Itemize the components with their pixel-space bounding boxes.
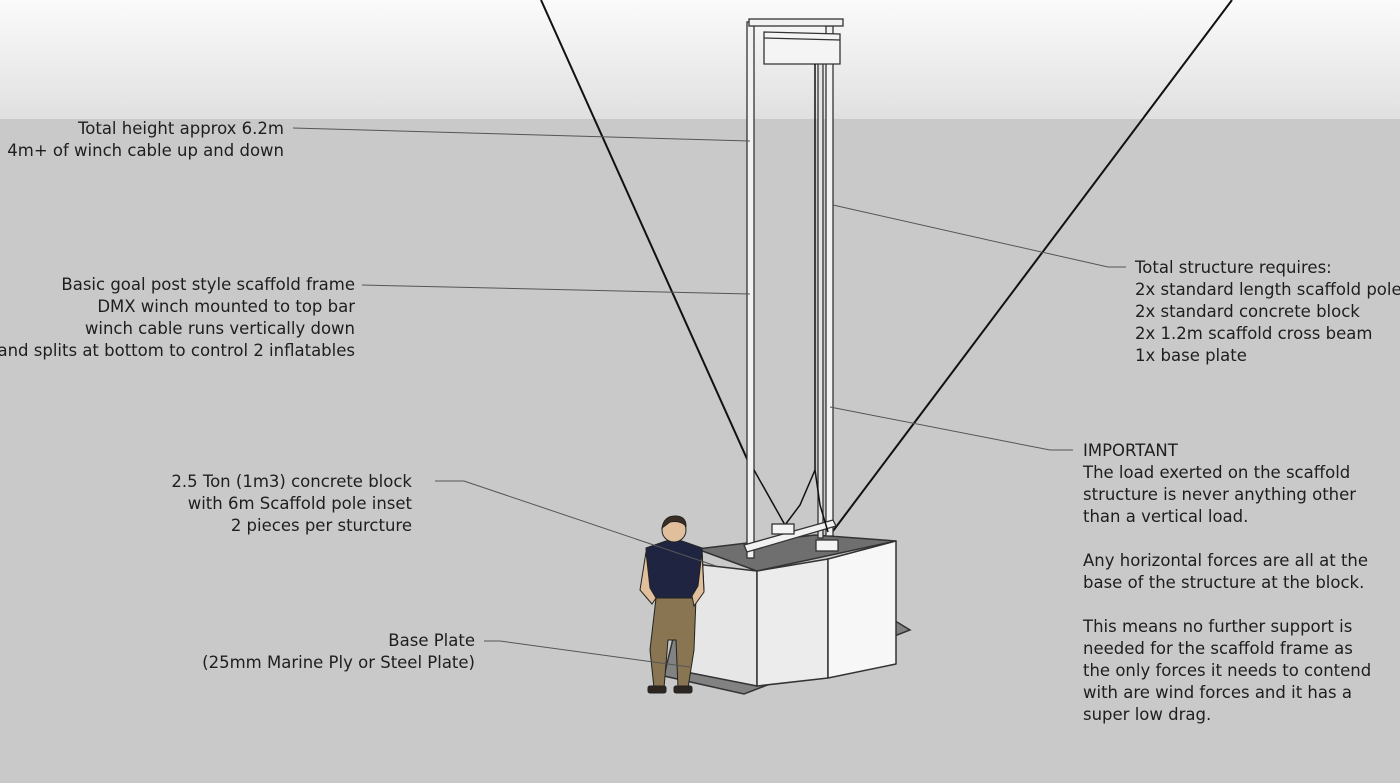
left-guy-cable	[540, 0, 753, 471]
note-line: and splits at bottom to control 2 inflat…	[0, 341, 355, 360]
note-line: with 6m Scaffold pole inset	[187, 494, 412, 513]
person-shoe-left	[647, 685, 667, 694]
note-line: winch cable runs vertically down	[84, 319, 355, 338]
left-pole-cable	[753, 469, 786, 526]
scaffold-frame	[743, 18, 844, 559]
block-front-face-2	[827, 540, 897, 679]
winch-cable-split-right	[814, 469, 829, 533]
note-line: Any horizontal forces are all at the	[1083, 551, 1369, 570]
note-line: Base Plate	[388, 631, 475, 650]
note-line: 1x base plate	[1135, 346, 1247, 365]
note-line: with are wind forces and it has a	[1083, 683, 1352, 702]
person-shirt	[645, 540, 705, 599]
note-line: super low drag.	[1083, 705, 1212, 724]
note-line: than a vertical load.	[1083, 507, 1249, 526]
note-base-plate: Base Plate (25mm Marine Ply or Steel Pla…	[202, 630, 475, 674]
guy-cables	[540, 0, 1233, 532]
leader-height	[292, 127, 751, 142]
paragraph-gap	[1083, 594, 1371, 616]
winch-box-edge	[763, 37, 841, 41]
note-concrete-block: 2.5 Ton (1m3) concrete block with 6m Sca…	[171, 471, 412, 537]
note-important: IMPORTANT The load exerted on the scaffo…	[1083, 440, 1371, 726]
inflatable-connectors	[771, 523, 839, 552]
note-line: DMX winch mounted to top bar	[97, 297, 355, 316]
left-pole	[746, 21, 755, 559]
winch-cable-split-left	[784, 469, 816, 526]
person-arm-right	[691, 551, 705, 608]
note-heading: IMPORTANT	[1083, 441, 1178, 460]
bottom-cross-beam	[743, 519, 837, 553]
note-line: 2x standard concrete block	[1135, 302, 1360, 321]
block-front-face-1	[756, 558, 829, 687]
note-line: structure is never anything other	[1083, 485, 1357, 504]
right-guy-cable	[832, 0, 1233, 532]
person-arm-left	[639, 551, 657, 605]
note-line: (25mm Marine Ply or Steel Plate)	[202, 653, 475, 672]
right-pole-back	[817, 61, 824, 539]
sky	[0, 0, 1400, 119]
note-line: Total structure requires:	[1135, 258, 1332, 277]
note-line: Total height approx 6.2m	[77, 119, 284, 138]
right-pole-front	[825, 25, 834, 537]
winch-box	[763, 31, 841, 65]
note-line: Basic goal post style scaffold frame	[61, 275, 355, 294]
top-bar	[748, 18, 844, 27]
paragraph-gap	[1083, 528, 1371, 550]
leader-frame	[361, 284, 751, 295]
person-scale-figure	[639, 515, 705, 694]
connector-right	[815, 539, 839, 552]
note-line: 2x 1.2m scaffold cross beam	[1135, 324, 1373, 343]
connector-left	[771, 523, 795, 535]
leader-block	[435, 480, 717, 567]
person-hair	[661, 515, 687, 530]
winch-cable-split	[753, 64, 829, 533]
note-scaffold-frame: Basic goal post style scaffold frame DMX…	[0, 274, 355, 362]
note-line: 2x standard length scaffold pole	[1135, 280, 1400, 299]
note-total-height: Total height approx 6.2m 4m+ of winch ca…	[7, 118, 284, 162]
note-structure-requires: Total structure requires: 2x standard le…	[1135, 257, 1400, 367]
note-line: base of the structure at the block.	[1083, 573, 1365, 592]
concrete-blocks	[685, 534, 897, 687]
person-trousers	[649, 597, 697, 689]
leader-requires	[832, 204, 1126, 268]
note-line: 4m+ of winch cable up and down	[7, 141, 284, 160]
note-line: the only forces it needs to contend	[1083, 661, 1372, 680]
note-line: This means no further support is	[1083, 617, 1353, 636]
person-shoe-right	[673, 685, 693, 694]
note-line: The load exerted on the scaffold	[1083, 463, 1351, 482]
leader-plate	[484, 640, 691, 668]
note-line: 2.5 Ton (1m3) concrete block	[171, 472, 412, 491]
annotation-leaders	[292, 127, 1126, 668]
note-line: needed for the scaffold frame as	[1083, 639, 1353, 658]
note-line: 2 pieces per sturcture	[230, 516, 412, 535]
leader-important	[829, 406, 1073, 451]
